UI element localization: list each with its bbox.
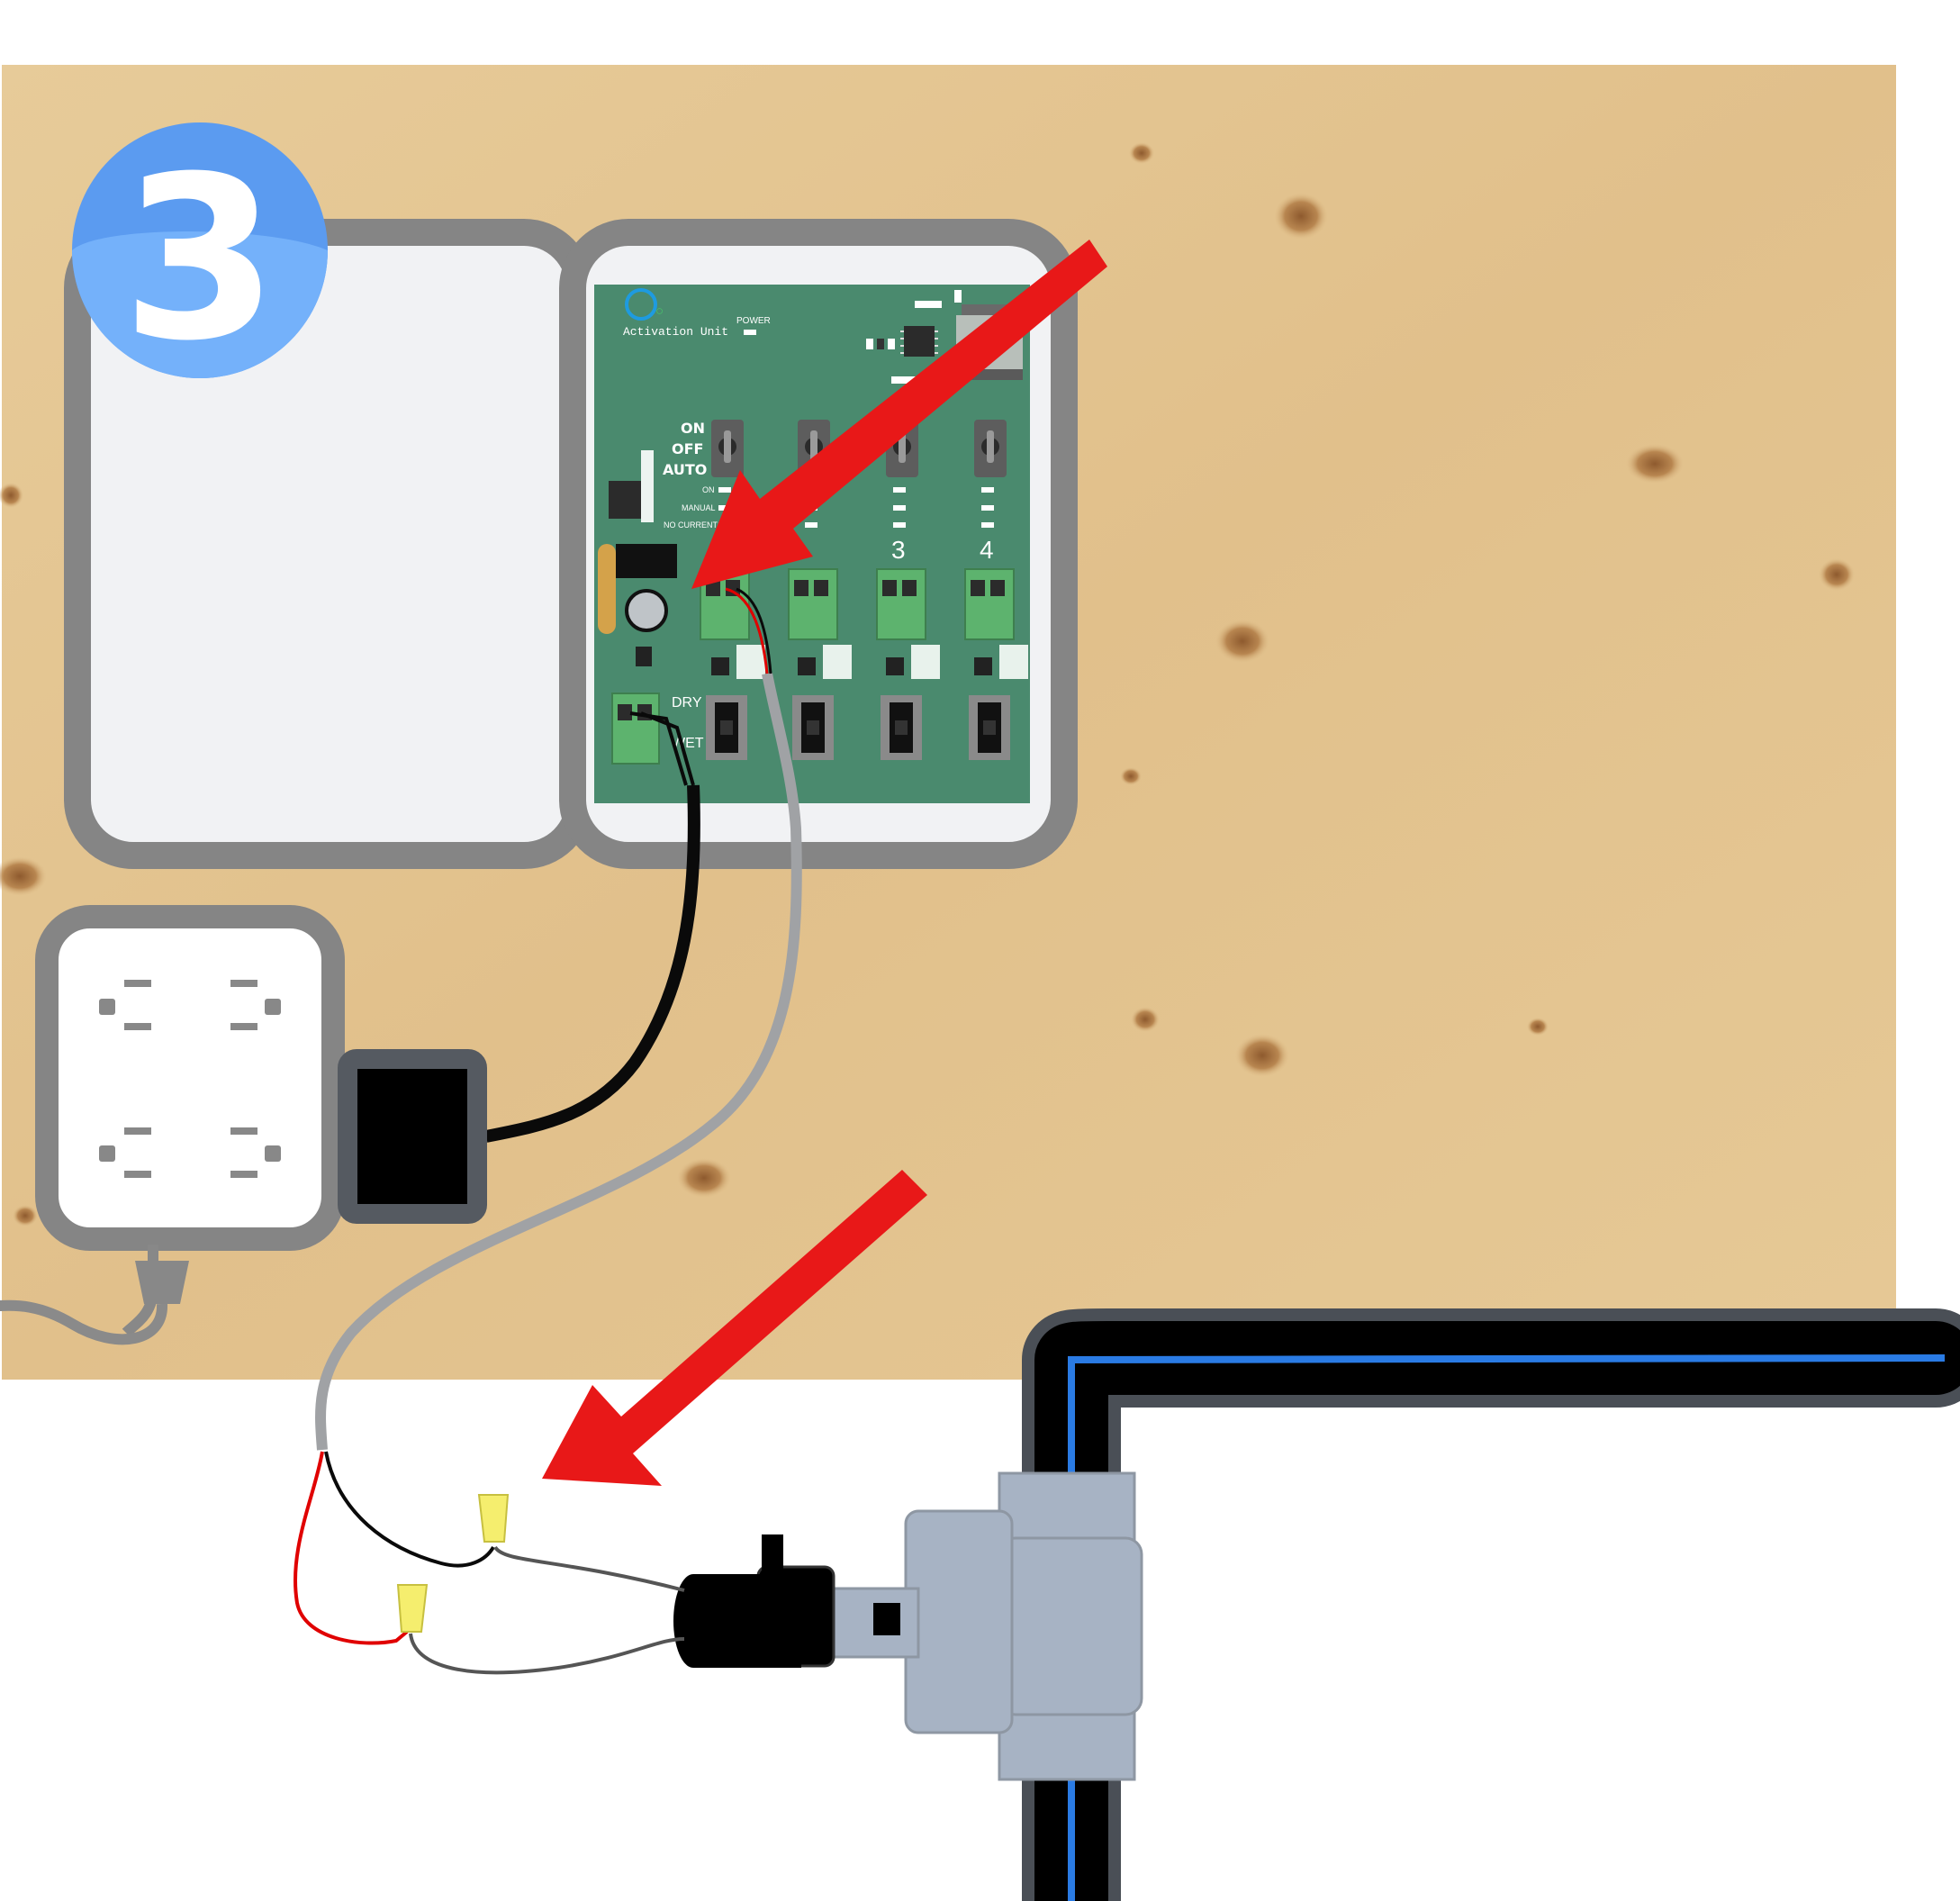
mode-label-auto: AUTO	[663, 461, 707, 478]
power-led	[744, 330, 756, 335]
wire-connector-icon	[396, 1494, 510, 1633]
arrow-icon	[542, 240, 1107, 1486]
controller-board: ○ Activation Unit POWER ON OFF AUTO ON M…	[594, 285, 1030, 803]
power-adapter-icon	[338, 1049, 487, 1224]
svg-text:○: ○	[655, 303, 664, 319]
power-label: POWER	[736, 316, 771, 326]
status-label-no-current: NO CURRENT	[664, 521, 718, 530]
valve-cable	[315, 672, 802, 1451]
solenoid-valve-icon	[673, 1471, 1143, 1781]
zone-label-3: 3	[891, 536, 906, 564]
wood-knots	[0, 142, 1855, 1227]
zone-column-4: 4	[964, 420, 1028, 760]
zone-column-3: 3	[876, 420, 940, 760]
sensor-terminal	[611, 693, 660, 765]
brand-logo-icon	[625, 288, 657, 321]
mode-label-on: ON	[681, 420, 705, 437]
black-wire	[324, 1451, 495, 1568]
step-number: 3	[122, 128, 278, 390]
power-cord	[0, 1299, 167, 1345]
zone-label-4: 4	[980, 536, 994, 564]
status-label-on: ON	[702, 485, 715, 494]
red-wire	[293, 1451, 409, 1645]
step-badge-icon: 3	[72, 122, 328, 390]
sensor-label-dry: DRY	[672, 695, 702, 711]
water-pipe	[1022, 1308, 1960, 1901]
zone-column-2	[788, 420, 852, 760]
status-label-manual: MANUAL	[682, 503, 716, 512]
outlet-icon	[0, 905, 345, 1345]
mode-label-off: OFF	[672, 440, 703, 457]
board-brand-label: Activation Unit	[623, 325, 728, 339]
sensor-cable	[484, 784, 700, 1143]
